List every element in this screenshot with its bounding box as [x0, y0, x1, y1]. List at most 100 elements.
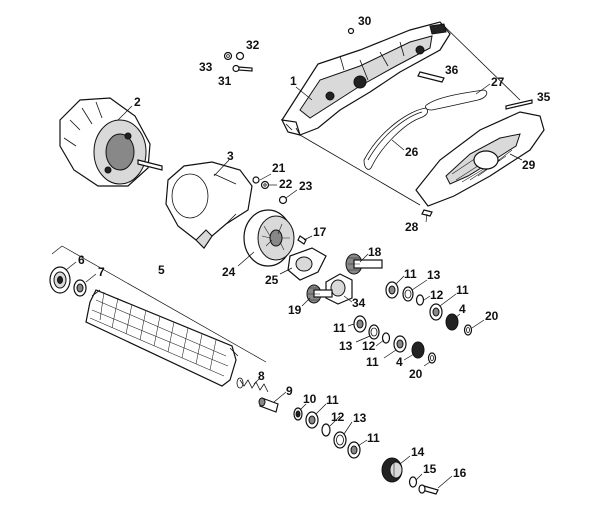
leader-6 — [65, 261, 77, 271]
part-washer-12-upper — [415, 294, 425, 306]
callout-26: 26 — [405, 145, 419, 159]
callout-12-upper: 12 — [430, 288, 444, 302]
part-washer-20-upper — [463, 324, 473, 336]
part-washer-21 — [252, 176, 260, 184]
leader-20-middle — [423, 361, 431, 367]
part-pulley-18 — [345, 253, 383, 275]
leader-2 — [117, 105, 133, 121]
part-screw-23 — [278, 195, 288, 205]
part-washer-20-middle — [427, 352, 437, 364]
leader-11-upper-b — [439, 293, 457, 307]
leader-12-lower — [329, 415, 341, 427]
callout-22: 22 — [279, 177, 293, 191]
part-washer-12-middle — [381, 332, 391, 344]
part-brush-roll — [85, 289, 239, 387]
part-screw-16 — [418, 484, 439, 495]
callout-34: 34 — [352, 296, 366, 310]
part-screw-30 — [347, 27, 355, 35]
leader-4-upper — [454, 313, 461, 319]
leader-11-middle-a — [347, 323, 355, 327]
part-washer-22 — [260, 180, 270, 190]
callout-17: 17 — [313, 225, 327, 239]
leader-3 — [213, 159, 230, 177]
part-seal-13-upper — [402, 286, 414, 302]
leader-12-middle — [375, 339, 385, 347]
leader-9 — [273, 391, 287, 403]
part-screw-17 — [297, 235, 307, 245]
leader-18 — [359, 253, 369, 263]
leader-4-middle — [403, 353, 415, 361]
callout-4-middle: 4 — [396, 355, 403, 369]
callout-14: 14 — [411, 445, 425, 459]
part-pin-31 — [232, 64, 253, 73]
callout-13-lower: 13 — [353, 411, 367, 425]
callout-27: 27 — [491, 75, 505, 89]
callout-30: 30 — [358, 14, 372, 28]
leader-27 — [475, 83, 491, 95]
leader-11-middle-b — [383, 349, 397, 359]
part-washer-10 — [293, 407, 303, 421]
part-bearing-11-upper-a — [385, 281, 399, 299]
callout-10: 10 — [303, 392, 317, 406]
callout-21: 21 — [272, 161, 286, 175]
callout-11-upper-b: 11 — [456, 283, 469, 297]
callout-9: 9 — [286, 384, 293, 398]
leader-5 — [51, 245, 267, 363]
leader-11-upper-a — [395, 275, 405, 285]
leader-7 — [85, 273, 97, 283]
part-bearing-11-middle-a — [353, 315, 367, 333]
callout-2: 2 — [134, 95, 141, 109]
part-fan — [243, 209, 295, 267]
leader-16 — [437, 475, 453, 489]
leader-19 — [301, 297, 311, 307]
callout-12-middle: 12 — [362, 339, 376, 353]
callout-19: 19 — [288, 303, 302, 317]
part-bearing-11-middle-b — [393, 335, 407, 353]
leader-11-lower-a — [315, 403, 327, 415]
callout-23: 23 — [299, 179, 313, 193]
callout-32: 32 — [246, 38, 260, 52]
callout-12-lower: 12 — [331, 410, 345, 424]
callout-31: 31 — [218, 74, 232, 88]
callout-28: 28 — [405, 220, 419, 234]
leader-34 — [343, 295, 353, 303]
callout-20-middle: 20 — [409, 367, 423, 381]
callout-1: 1 — [290, 74, 297, 88]
part-washer-12-lower — [321, 423, 331, 437]
part-seal-13-lower — [333, 431, 347, 449]
part-gear-14 — [381, 457, 403, 483]
callout-6: 6 — [78, 253, 85, 267]
part-bearing-11-lower-b — [347, 441, 361, 459]
part-belt-27 — [425, 89, 488, 111]
leader-8 — [253, 377, 261, 385]
leader-28 — [425, 213, 428, 223]
leader-14 — [399, 455, 411, 465]
callout-13-upper: 13 — [427, 268, 441, 282]
leader-20-upper — [471, 319, 485, 329]
callout-18: 18 — [368, 245, 382, 259]
leader-10 — [299, 403, 307, 411]
leader-15 — [415, 473, 423, 481]
callout-11-middle-b: 11 — [366, 355, 379, 369]
callout-36: 36 — [445, 63, 459, 77]
callout-8: 8 — [258, 369, 265, 383]
part-washer-32 — [235, 51, 245, 61]
callout-11-lower-b: 11 — [367, 431, 380, 445]
leader-12-upper — [423, 295, 431, 301]
callout-13-middle: 13 — [339, 339, 353, 353]
leader-23 — [285, 189, 298, 199]
callout-16: 16 — [453, 466, 467, 480]
part-bracket-25 — [287, 247, 327, 281]
callout-3: 3 — [227, 149, 234, 163]
leader-24 — [237, 251, 255, 267]
part-gear-shaft-19 — [306, 284, 333, 304]
callout-11-middle-a: 11 — [333, 321, 346, 335]
callout-5: 5 — [158, 263, 165, 277]
part-bolt-36 — [417, 71, 445, 83]
leader-17 — [303, 235, 313, 241]
leader-29 — [509, 153, 523, 161]
part-bearing-11-upper-b — [429, 303, 443, 321]
leader-11-lower-b — [357, 439, 368, 447]
